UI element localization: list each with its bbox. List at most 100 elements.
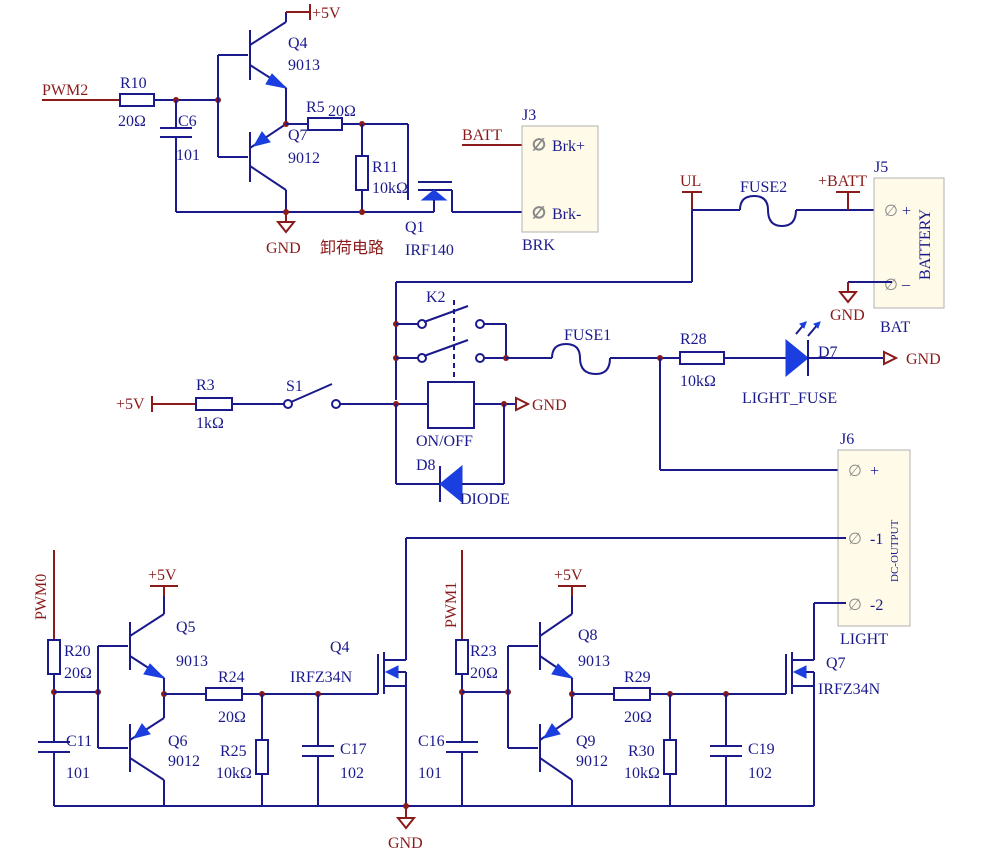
r24-value: 20Ω: [218, 709, 246, 726]
q6-value: 9012: [168, 753, 200, 770]
j6-dc-output-label: DC-OUTPUT: [889, 519, 901, 582]
r29-ref: R29: [624, 669, 651, 686]
resistor-r20: [47, 639, 61, 675]
j6-pin-minus2: -2: [870, 597, 883, 614]
net-label-batt: BATT: [462, 127, 502, 144]
j6-pin-plus: +: [870, 463, 879, 480]
r3-ref: R3: [196, 377, 215, 394]
q9-value: 9012: [576, 753, 608, 770]
c6-ref: C6: [178, 113, 197, 130]
q8-value: 9013: [578, 653, 610, 670]
r24-ref: R24: [218, 669, 245, 686]
brake-caption: 卸荷电路: [320, 239, 384, 257]
d7-ref: D7: [818, 344, 838, 361]
driver-left: PWM0 R20 20Ω C11 101 +5V Q5 9013: [33, 538, 407, 806]
r20-value: 20Ω: [64, 665, 92, 682]
connector-j5: [873, 177, 945, 309]
r23-ref: R23: [470, 643, 497, 660]
r28-value: 10kΩ: [680, 373, 716, 390]
net-label-pwm1: PWM1: [443, 582, 460, 628]
relay-coil: [427, 381, 475, 429]
q7-mosfet-ref: Q7: [826, 655, 846, 672]
r11-ref: R11: [372, 159, 398, 176]
r20-ref: R20: [64, 643, 91, 660]
power-circuit: UL FUSE2 +BATT ∅ ∅ + _ J5 BAT BATTERY GN…: [116, 159, 945, 508]
resistor-r23: [455, 639, 469, 675]
d7-name: LIGHT_FUSE: [742, 390, 837, 407]
j5-plus: +: [902, 203, 911, 220]
net-label-5v-top: +5V: [312, 5, 341, 22]
c19-ref: C19: [748, 741, 775, 758]
c16-ref: C16: [418, 733, 445, 750]
q4-top-ref: Q4: [288, 35, 308, 52]
gnd-label-battery: GND: [830, 307, 865, 324]
r10-value: 20Ω: [118, 113, 146, 130]
r25-value: 10kΩ: [216, 765, 252, 782]
gnd-label-brake: GND: [266, 240, 301, 257]
q4-mosfet-value: IRFZ34N: [290, 669, 353, 686]
q4-top-value: 9013: [288, 57, 320, 74]
j5-name: BAT: [880, 319, 910, 336]
driver-right: PWM1 R23 20Ω C16 101 +5V Q8 9013: [418, 550, 881, 806]
j6-name: LIGHT: [840, 631, 888, 648]
net-label-5v-relay: +5V: [116, 396, 145, 413]
r11-value: 10kΩ: [372, 180, 408, 197]
s1-label: S1: [286, 378, 303, 395]
q9-ref: Q9: [576, 733, 596, 750]
c11-value: 101: [66, 765, 90, 782]
r10-ref: R10: [120, 75, 147, 92]
net-label-pwm0: PWM0: [33, 574, 50, 620]
d8-ref: D8: [416, 457, 436, 474]
fuse1-label: FUSE1: [564, 327, 611, 344]
svg-text:∅: ∅: [848, 463, 862, 480]
j6-pin-minus1: -1: [870, 531, 883, 548]
resistor-r3: [195, 397, 233, 411]
r29-value: 20Ω: [624, 709, 652, 726]
q7-mosfet-value: IRFZ34N: [818, 681, 881, 698]
j5-battery-label: BATTERY: [917, 208, 934, 280]
r30-value: 10kΩ: [624, 765, 660, 782]
svg-text:∅: ∅: [532, 137, 546, 154]
j6-ref: J6: [840, 431, 854, 448]
c17-value: 102: [340, 765, 364, 782]
c17-ref: C17: [340, 741, 367, 758]
resistor-r28: [679, 351, 725, 365]
q8-ref: Q8: [578, 627, 598, 644]
r3-value: 1kΩ: [196, 415, 224, 432]
output-connector: ∅ ∅ ∅ + -1 -2 J6 LIGHT DC-OUTPUT: [406, 431, 911, 648]
relay-label: ON/OFF: [416, 433, 473, 450]
connector-j3: [521, 125, 599, 233]
svg-text:∅: ∅: [848, 597, 862, 614]
resistor-r30: [663, 739, 677, 775]
r25-ref: R25: [220, 743, 247, 760]
c6-value: 101: [176, 147, 200, 164]
net-label-5v-left: +5V: [148, 567, 177, 584]
c11-ref: C11: [66, 733, 92, 750]
svg-text:∅: ∅: [848, 531, 862, 548]
j5-minus: _: [901, 271, 911, 288]
svg-text:∅: ∅: [884, 277, 898, 294]
q1-value: IRF140: [405, 242, 454, 259]
gnd-label-relay: GND: [532, 397, 567, 414]
d8-name: DIODE: [460, 491, 510, 508]
gnd-label-d7: GND: [906, 351, 941, 368]
gnd-label-bottom: GND: [388, 835, 423, 852]
net-label-pwm2: PWM2: [42, 82, 88, 99]
r5-value: 20Ω: [328, 103, 356, 120]
r23-value: 20Ω: [470, 665, 498, 682]
r5-ref: R5: [306, 99, 325, 116]
q1-ref: Q1: [405, 219, 425, 236]
fuse2-label: FUSE2: [740, 179, 787, 196]
j5-ref: J5: [874, 159, 888, 176]
net-label-ul: UL: [680, 173, 701, 190]
q5-value: 9013: [176, 653, 208, 670]
j3-name: BRK: [522, 237, 555, 254]
net-label-plus-batt: +BATT: [818, 173, 867, 190]
k2-label: K2: [426, 289, 446, 306]
q7-top-ref: Q7: [288, 127, 308, 144]
resistor-r24: [205, 687, 243, 701]
j3-pin-brk-plus: Brk+: [552, 138, 585, 155]
j3-pin-brk-minus: Brk-: [552, 206, 581, 223]
resistor-r11: [355, 155, 369, 191]
